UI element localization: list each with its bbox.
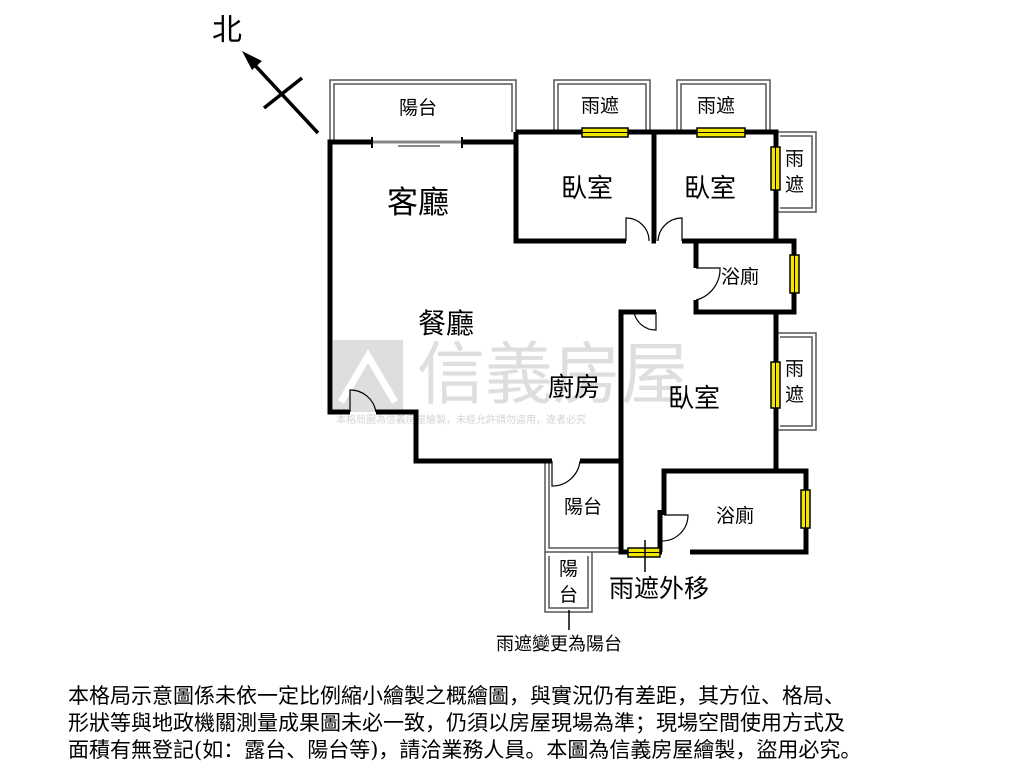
- awning-top-2-outline: [676, 79, 771, 132]
- outdoor-outlines: [329, 79, 817, 613]
- wall-kitchen-east: [618, 309, 656, 461]
- awning-top-1-outline: [553, 79, 651, 132]
- door-bedroom1: [625, 217, 650, 242]
- watermark-logo: [333, 340, 403, 412]
- wall-south-dining: [376, 409, 552, 464]
- label-awning-right-1-a: 雨: [785, 148, 804, 170]
- disclaimer-line-1: 本格局示意圖係未依一定比例縮小繪製之概繪圖，與實況仍有差距，其方位、格局、: [68, 684, 845, 708]
- wall-top-c: [745, 129, 779, 147]
- watermark: 信義房屋 本格局圖為信義房屋繪製，未經允許請勿盜用，違者必究: [333, 336, 689, 426]
- awning-top-2-outline-inner: [680, 83, 767, 132]
- label-awning-right-1-b: 遮: [785, 174, 804, 196]
- sliding-door: [371, 137, 463, 148]
- doors: [349, 217, 721, 542]
- door-kitchen: [633, 311, 657, 331]
- label-bathroom-1: 浴廁: [721, 265, 759, 288]
- wall-bath2-east-top: [776, 468, 809, 490]
- wall-bedroom1-bottom: [513, 132, 626, 244]
- label-awning-top-2: 雨遮: [697, 95, 735, 117]
- wall-west: [327, 139, 372, 415]
- wall-bath1-bottom: [693, 293, 797, 315]
- wall-bedroom3-top: [696, 309, 779, 362]
- label-kitchen: 廚房: [548, 373, 600, 403]
- room-labels: 陽台 雨遮 雨遮 雨 遮 雨 遮 客廳 臥室 臥室 浴廁 餐廳 廚房 臥室 浴廁…: [387, 95, 804, 606]
- label-balcony-bottom: 陽台: [564, 496, 602, 518]
- door-bath1: [695, 267, 721, 301]
- compass: 北: [212, 13, 320, 135]
- wall-bedroom2-bottom: [682, 238, 797, 255]
- floor-plan: 北 信義房屋 本格局圖為信義房屋繪製，未經允許請勿盜用，違者必究: [212, 13, 817, 655]
- label-awning-right-2-a: 雨: [785, 358, 804, 380]
- awning-right-2-outline: [776, 332, 817, 431]
- disclaimer-line-2: 形狀等與地政機關測量成果圖未必一致，仍須以房屋現場為準；現場空間使用方式及: [68, 711, 845, 735]
- north-arrow-head: [242, 51, 262, 70]
- label-awning-top-1: 雨遮: [581, 95, 619, 117]
- wall-bath2-left-bottom: [657, 510, 663, 555]
- balcony-top-outline-inner: [333, 83, 513, 140]
- annotation-awning-moved: 雨遮外移: [609, 574, 709, 603]
- door-bath2: [661, 514, 689, 542]
- label-bathroom-2: 浴廁: [716, 504, 754, 527]
- label-bedroom-3: 臥室: [668, 384, 720, 414]
- label-dining-room: 餐廳: [418, 307, 474, 340]
- balcony-top-outline: [329, 79, 517, 140]
- wall-kitchen-south: [580, 458, 628, 555]
- wall-bath2-bottom: [690, 528, 809, 555]
- label-bedroom-2: 臥室: [684, 174, 736, 204]
- balcony-bottom-outline-inner: [548, 462, 622, 549]
- disclaimer-line-3: 面積有無登記(如：露台、陽台等)，請洽業務人員。本圖為信義房屋繪製，盜用必究。: [68, 738, 862, 762]
- north-arrow-shaft: [248, 58, 320, 135]
- annotation-awning-to-balcony: 雨遮變更為陽台: [496, 634, 622, 655]
- awning-right-2-outline-inner: [780, 336, 813, 427]
- door-balcony-bottom: [551, 460, 581, 487]
- door-bedroom2: [657, 217, 683, 242]
- label-balcony-top: 陽台: [399, 97, 437, 119]
- label-balcony-small-b: 台: [559, 584, 578, 606]
- label-awning-right-2-b: 遮: [785, 384, 804, 406]
- wall-bath2-top: [661, 468, 776, 515]
- label-living-room: 客廳: [387, 185, 449, 221]
- windows: [581, 127, 811, 558]
- north-arrow-cross: [262, 76, 304, 110]
- balcony-small-outline-inner: [548, 556, 589, 609]
- wall-living-top: [462, 132, 519, 145]
- awning-right-1-outline: [776, 131, 817, 213]
- door-entry: [349, 389, 377, 413]
- north-label: 北: [212, 13, 242, 48]
- watermark-notice: 本格局圖為信義房屋繪製，未經允許請勿盜用，違者必究: [336, 413, 586, 426]
- watermark-logo-mark: [337, 349, 399, 404]
- awning-top-1-outline-inner: [557, 83, 647, 132]
- watermark-brand: 信義房屋: [417, 336, 689, 415]
- walls: [327, 129, 809, 555]
- disclaimer: 本格局示意圖係未依一定比例縮小繪製之概繪圖，與實況仍有差距，其方位、格局、 形狀…: [68, 683, 968, 764]
- wall-bed1-bed2: [651, 132, 657, 244]
- awning-right-1-outline-inner: [780, 135, 813, 209]
- label-bedroom-1: 臥室: [561, 174, 613, 204]
- label-balcony-small-a: 陽: [559, 558, 578, 580]
